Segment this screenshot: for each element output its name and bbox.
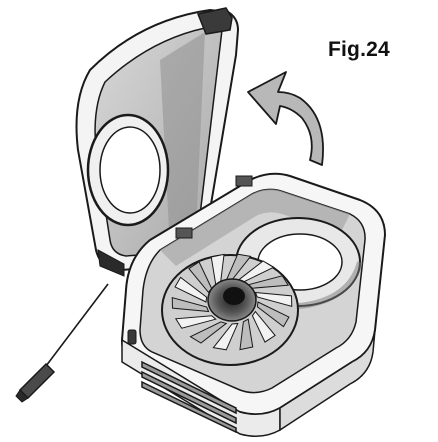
housing-side-wall: [279, 329, 376, 432]
fan-blades: [171, 253, 293, 351]
hinge-right: [235, 175, 253, 187]
fan-impeller: [161, 253, 299, 366]
fan-blade: [251, 310, 276, 343]
fan-blade: [174, 315, 217, 329]
fan-hub-inner: [223, 287, 245, 305]
screwdriver-icon: [15, 283, 109, 403]
fan-blade: [239, 318, 254, 351]
figure-label: Fig.24: [328, 38, 390, 61]
lid-handle: [196, 7, 233, 35]
housing-back-wall: [160, 189, 350, 266]
fan-blade: [171, 296, 210, 313]
lid-window-inner: [99, 126, 161, 214]
power-button: [127, 329, 137, 345]
fan-blade: [174, 276, 208, 303]
fan-blade: [212, 322, 239, 351]
hinge-left: [175, 227, 193, 239]
fan-blade: [189, 321, 228, 344]
curved-open-arrow-icon: [247, 71, 324, 166]
fan-blade: [254, 291, 293, 308]
lid: [75, 7, 240, 277]
fan-blade: [256, 301, 290, 328]
vent-slots: [141, 360, 237, 434]
lid-shadow: [160, 32, 205, 248]
lid-latch: [97, 249, 125, 277]
